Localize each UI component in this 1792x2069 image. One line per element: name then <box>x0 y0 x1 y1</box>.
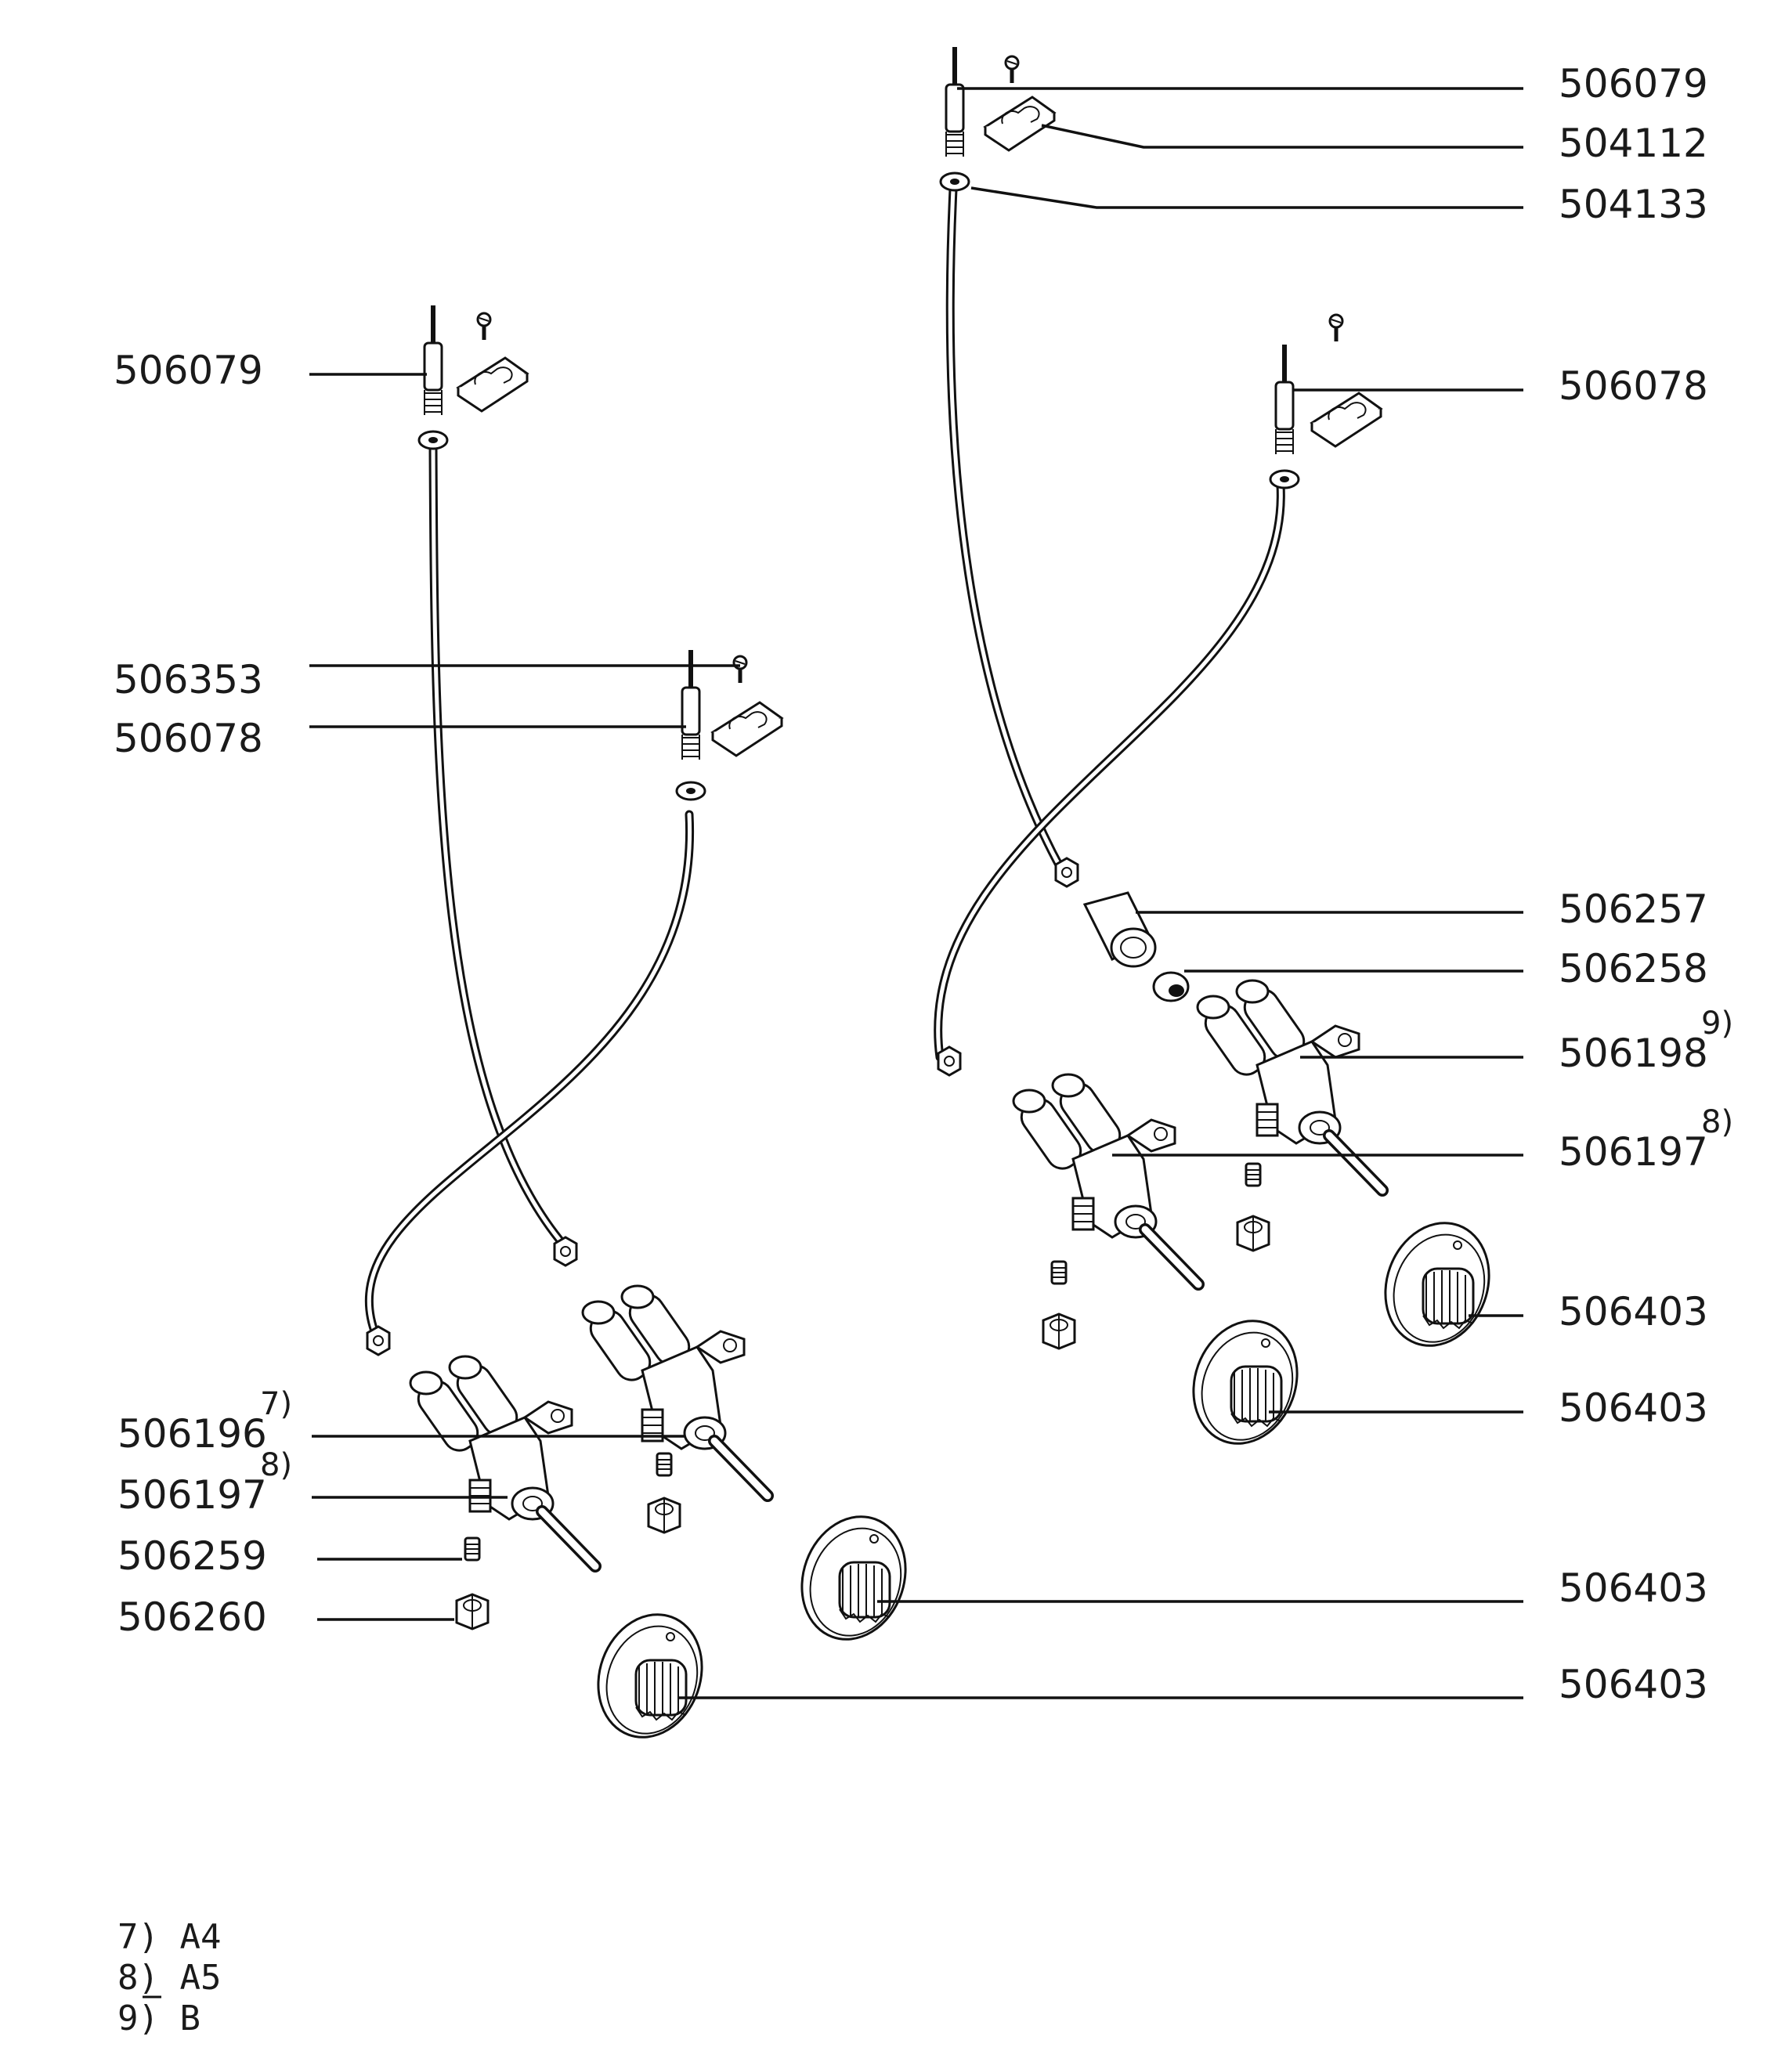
plug-506259 <box>464 1536 481 1562</box>
label-506197-left: 506197 <box>117 1472 267 1518</box>
thermocouple-probe-right <box>1276 345 1293 454</box>
label-506353: 506353 <box>114 657 263 702</box>
sleeve-506258 <box>1152 971 1190 1002</box>
pipe-left-long <box>428 442 569 1250</box>
connector-506257 <box>1082 891 1157 968</box>
gas-valve-506197-left <box>410 1356 595 1566</box>
clip-plate-center <box>711 701 783 757</box>
clip-plate-right <box>1310 392 1382 448</box>
pipe-left-short <box>365 810 694 1340</box>
gas-valve-506197-right <box>1013 1074 1198 1284</box>
label-506197-right: 506197 <box>1559 1129 1708 1175</box>
label-506403-left-lower: 506403 <box>1559 1662 1708 1707</box>
footnote-ref-506197-right: 8) <box>1701 1104 1733 1140</box>
label-506198: 506198 <box>1559 1031 1708 1076</box>
knob-right-upper <box>1367 1207 1508 1362</box>
footnote-9: 9) B <box>117 1999 201 2038</box>
knob-left-upper <box>783 1500 924 1656</box>
clip-plate-left <box>457 356 529 413</box>
label-506403-right-lower: 506403 <box>1559 1385 1708 1431</box>
nut-right-b <box>1042 1313 1076 1350</box>
label-504133: 504133 <box>1559 182 1708 227</box>
label-506258: 506258 <box>1559 946 1708 991</box>
footnote-ref-506197-left: 8) <box>260 1447 292 1483</box>
label-506260: 506260 <box>117 1594 267 1640</box>
footnote-7: 7) A4 <box>117 1917 221 1957</box>
fitting-right-b <box>937 1045 962 1077</box>
clip-plate-top <box>984 96 1056 152</box>
screw-top <box>1006 56 1018 83</box>
washer-left <box>417 430 449 450</box>
washer-right <box>1269 469 1300 489</box>
fitting-right-a <box>1054 857 1079 888</box>
thermocouple-probe-left <box>425 305 442 415</box>
label-506078-left: 506078 <box>114 716 263 761</box>
label-506257: 506257 <box>1559 886 1708 932</box>
fitting-left-b <box>366 1325 391 1356</box>
label-506079-top: 506079 <box>1559 61 1708 107</box>
label-506196: 506196 <box>117 1411 267 1457</box>
screw-center <box>734 656 746 683</box>
knob-right-lower <box>1175 1305 1316 1460</box>
pipe-top-right-long <box>945 185 1066 874</box>
plug-right-a <box>1245 1162 1262 1187</box>
fitting-left-a <box>553 1236 578 1267</box>
nut-506260 <box>455 1593 490 1630</box>
pipe-right-short <box>934 481 1285 1062</box>
label-506078-right: 506078 <box>1559 363 1708 409</box>
thermocouple-probe-top <box>946 47 963 157</box>
gas-valve-506198 <box>1198 980 1382 1190</box>
nut-right-a <box>1236 1215 1270 1252</box>
label-506259: 506259 <box>117 1533 267 1579</box>
label-506079-left: 506079 <box>114 348 263 393</box>
plug-left-a <box>656 1452 673 1477</box>
screw-left <box>478 313 490 340</box>
nut-left-a <box>647 1497 681 1534</box>
label-506403-right-upper: 506403 <box>1559 1289 1708 1334</box>
washer-center <box>675 781 706 801</box>
label-506403-left-upper: 506403 <box>1559 1565 1708 1611</box>
plug-right-b <box>1050 1260 1068 1285</box>
screw-right <box>1330 315 1342 341</box>
footnote-8: 8) A5 <box>117 1958 221 1998</box>
knob-left-lower <box>580 1598 721 1753</box>
label-504112: 504112 <box>1559 121 1708 166</box>
footnote-ref-506198: 9) <box>1701 1006 1733 1042</box>
leader-lines <box>309 87 1523 1699</box>
washer-top <box>939 172 970 192</box>
gas-valve-506196 <box>583 1286 768 1496</box>
footnote-ref-506196: 7) <box>260 1386 292 1422</box>
